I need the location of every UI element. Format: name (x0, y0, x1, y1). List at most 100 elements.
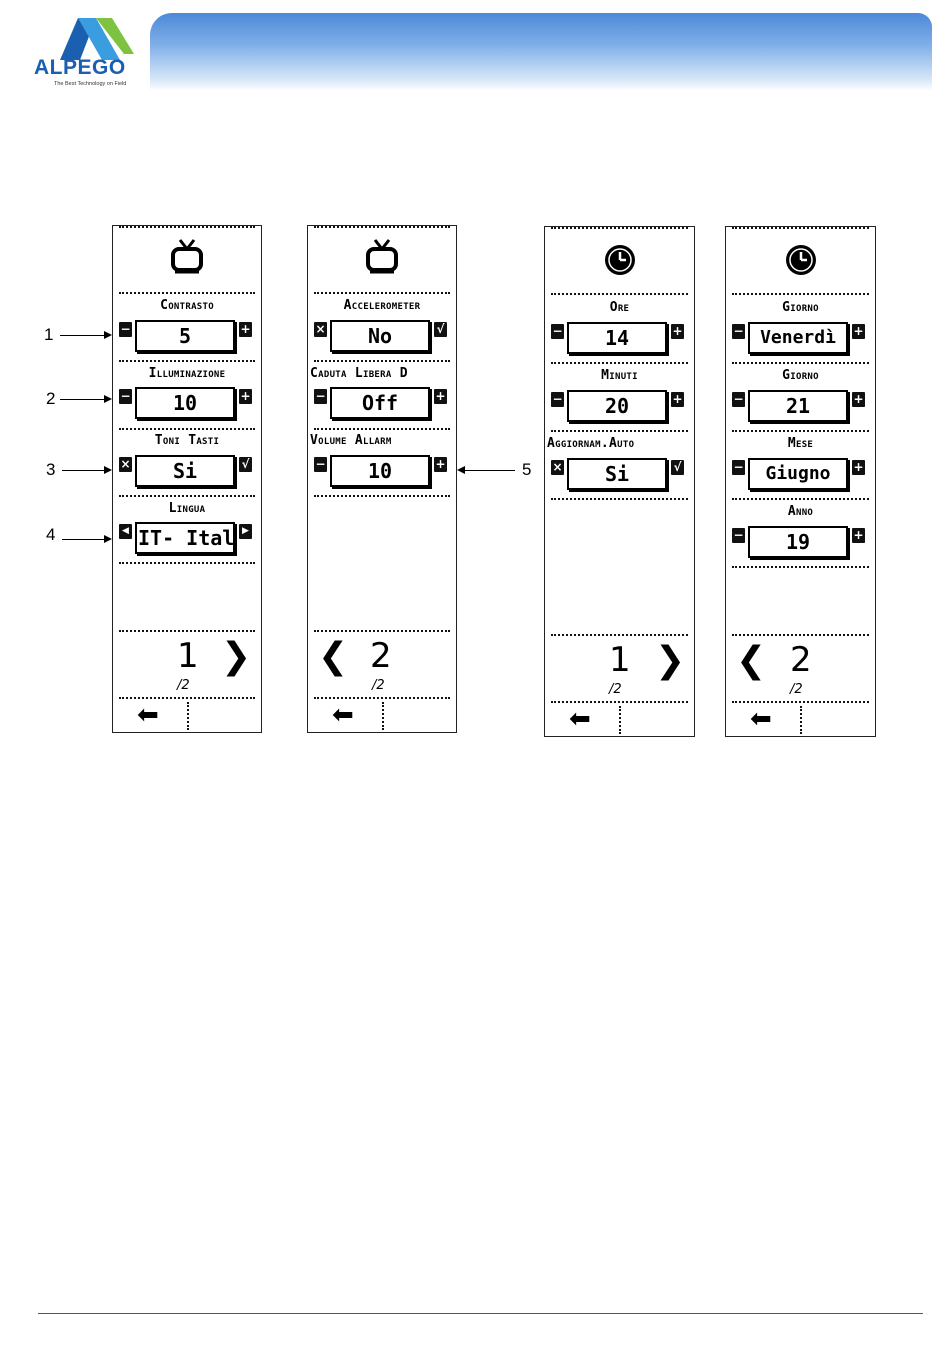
brand-name: ALPEGO (34, 56, 126, 79)
weekday-value: Venerdì (748, 322, 848, 354)
back-arrow-icon[interactable]: ⬅ (332, 700, 354, 730)
callout-arrow-1 (104, 331, 112, 339)
decrease-button[interactable]: − (551, 392, 564, 407)
accelerometer-value: No (330, 320, 430, 352)
settings-panel-clock-2: Giorno − Venerdì + Giorno − 21 + Mese − … (725, 226, 876, 737)
callout-arrow-5 (457, 466, 465, 474)
decrease-button[interactable]: − (732, 324, 745, 339)
settings-panel-display-1: Contrasto − 5 + Illuminazione − 10 + Ton… (112, 225, 262, 733)
disable-button[interactable]: × (551, 460, 564, 475)
callout-line-5 (465, 470, 515, 471)
callout-line-3 (62, 470, 104, 471)
row-label-ore: Ore (609, 300, 630, 315)
page-total: /2 (609, 682, 622, 697)
row-label-contrasto: Contrasto (160, 298, 214, 313)
row-label-volume-allarm: Volume Allarm (310, 433, 392, 448)
row-label-mese: Mese (787, 436, 814, 451)
clock-icon (604, 245, 635, 275)
back-arrow-icon[interactable]: ⬅ (137, 700, 159, 730)
prev-option-button[interactable]: ◀ (119, 524, 132, 539)
prev-page-icon[interactable]: ❮ (736, 640, 767, 681)
next-option-button[interactable]: ▶ (239, 524, 252, 539)
alarm-volume-value: 10 (330, 455, 430, 487)
row-label-illuminazione: Illuminazione (148, 366, 226, 381)
prev-page-icon[interactable]: ❮ (318, 636, 349, 677)
brand-tagline: The Best Technology on Field (54, 81, 127, 87)
callout-1: 1 (44, 325, 54, 344)
day-value: 21 (748, 390, 848, 422)
decrease-button[interactable]: − (119, 322, 132, 337)
back-arrow-icon[interactable]: ⬅ (569, 704, 591, 734)
callout-line-1 (60, 335, 104, 336)
auto-update-value: Si (567, 458, 667, 490)
decrease-button[interactable]: − (732, 392, 745, 407)
decrease-button[interactable]: − (732, 528, 745, 543)
row-label-toni-tasti: Toni Tasti (154, 433, 220, 448)
settings-panel-display-2: Accelerometer × No √ Caduta Libera D − O… (307, 225, 457, 733)
increase-button[interactable]: + (671, 324, 684, 339)
page-total: /2 (372, 678, 385, 693)
back-arrow-icon[interactable]: ⬅ (750, 704, 772, 734)
callout-arrow-4 (104, 535, 112, 543)
decrease-button[interactable]: − (119, 389, 132, 404)
row-label-lingua: Lingua (168, 501, 206, 516)
logo-mark-icon (60, 18, 134, 60)
callout-line-4 (62, 539, 104, 540)
key-tones-value: Si (135, 455, 235, 487)
decrease-button[interactable]: − (314, 389, 327, 404)
page-total: /2 (177, 678, 190, 693)
increase-button[interactable]: + (852, 528, 865, 543)
next-page-icon[interactable]: ❯ (655, 640, 686, 681)
page-number: 2 (370, 636, 392, 676)
increase-button[interactable]: + (852, 392, 865, 407)
row-label-giorno: Giorno (782, 368, 819, 383)
decrease-button[interactable]: − (732, 460, 745, 475)
row-label-accelerometer: Accelerometer (343, 298, 421, 313)
increase-button[interactable]: + (852, 324, 865, 339)
minutes-value: 20 (567, 390, 667, 422)
callout-line-2 (60, 399, 104, 400)
clock-icon (785, 245, 816, 275)
header-banner (150, 13, 932, 91)
callout-arrow-2 (104, 395, 112, 403)
tv-icon (171, 239, 203, 274)
month-value: Giugno (748, 458, 848, 490)
row-label-aggiornam-auto: Aggiornam.Auto (547, 436, 635, 451)
next-page-icon[interactable]: ❯ (221, 636, 252, 677)
row-label-anno: Anno (787, 504, 814, 519)
row-label-minuti: Minuti (601, 368, 638, 383)
callout-5: 5 (522, 460, 532, 479)
row-label-caduta-libera: Caduta Libera D (310, 366, 408, 381)
disable-button[interactable]: × (119, 457, 132, 472)
tv-icon (366, 239, 398, 274)
language-value: IT- Itali (135, 522, 235, 554)
callout-4: 4 (46, 525, 56, 544)
decrease-button[interactable]: − (551, 324, 564, 339)
increase-button[interactable]: + (671, 392, 684, 407)
increase-button[interactable]: + (239, 389, 252, 404)
free-fall-value: Off (330, 387, 430, 419)
page-number: 1 (609, 640, 631, 680)
row-label-giorno-settimana: Giorno (782, 300, 819, 315)
enable-button[interactable]: √ (434, 322, 447, 337)
settings-panel-clock-1: Ore − 14 + Minuti − 20 + Aggiornam.Auto … (544, 226, 695, 737)
callout-arrow-3 (104, 466, 112, 474)
alpego-logo: ALPEGO The Best Technology on Field (30, 14, 145, 90)
disable-button[interactable]: × (314, 322, 327, 337)
illumination-value: 10 (135, 387, 235, 419)
enable-button[interactable]: √ (239, 457, 252, 472)
page-total: /2 (790, 682, 803, 697)
callout-3: 3 (46, 460, 56, 479)
callout-2: 2 (46, 389, 56, 408)
increase-button[interactable]: + (852, 460, 865, 475)
year-value: 19 (748, 526, 848, 558)
decrease-button[interactable]: − (314, 457, 327, 472)
increase-button[interactable]: + (434, 457, 447, 472)
contrast-value: 5 (135, 320, 235, 352)
increase-button[interactable]: + (239, 322, 252, 337)
page-number: 2 (790, 640, 812, 680)
increase-button[interactable]: + (434, 389, 447, 404)
enable-button[interactable]: √ (671, 460, 684, 475)
page-number: 1 (177, 636, 199, 676)
footer-divider (38, 1313, 923, 1314)
